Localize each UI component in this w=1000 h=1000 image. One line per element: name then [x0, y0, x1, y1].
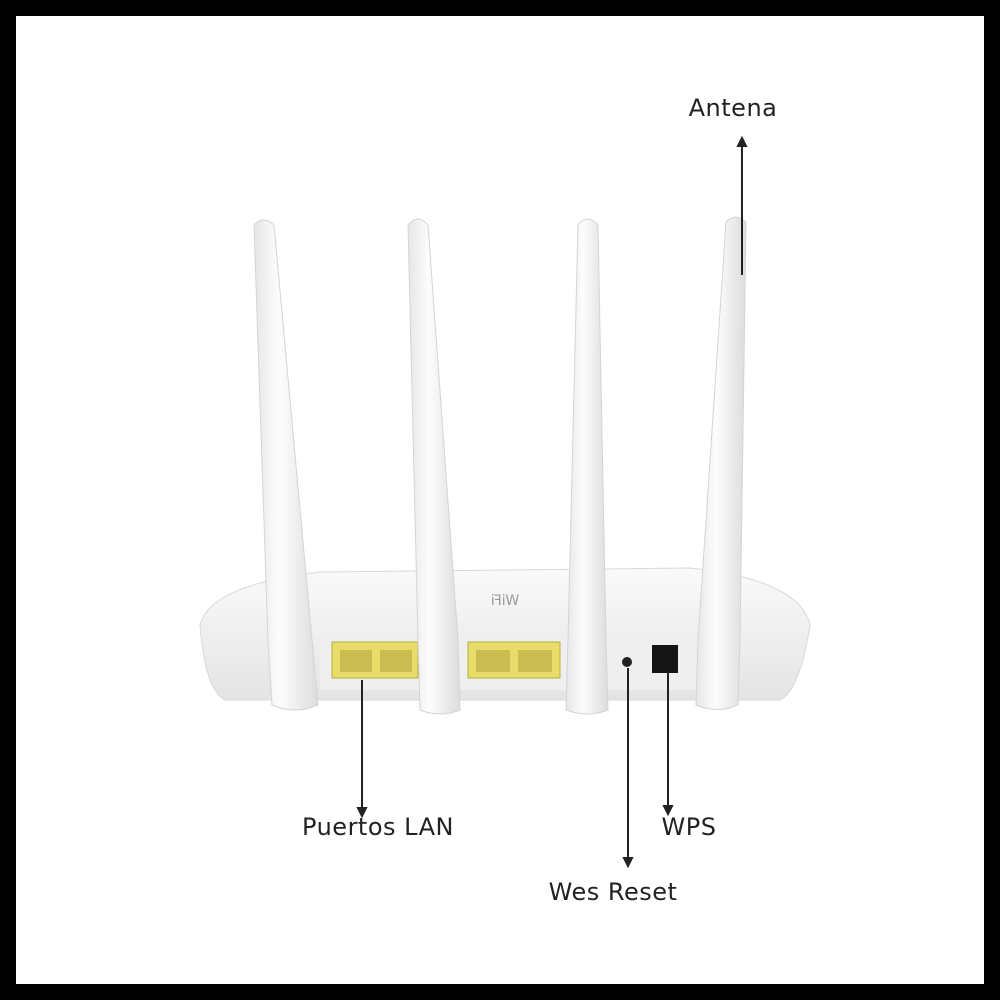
lan-ports [331, 641, 561, 679]
wps-label: WPS [661, 813, 717, 841]
antenna-label: Antena [688, 94, 778, 122]
antennas [253, 216, 747, 715]
wps-button [652, 645, 678, 673]
reset-button [622, 657, 632, 667]
router-logo: WiFi [491, 593, 519, 609]
lan-ports-label: Puertos LAN [302, 813, 454, 841]
reset-label: Wes Reset [548, 878, 678, 906]
image-frame [16, 16, 984, 984]
